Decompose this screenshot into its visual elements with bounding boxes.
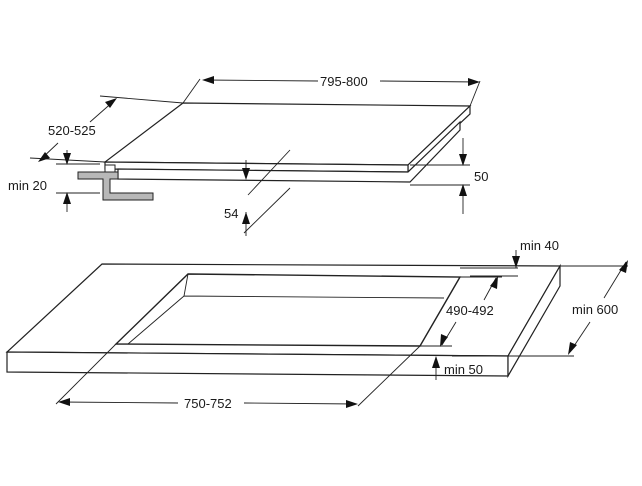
arrow-worktop-depth-bottom <box>568 342 577 355</box>
arrow-cutout-width-right <box>346 400 358 408</box>
arrow-worktop-depth-top <box>619 260 628 273</box>
ext-line-recess-bottom <box>243 187 291 234</box>
arrow-height-bottom <box>459 184 467 196</box>
label-cutout-depth: 490-492 <box>446 303 494 318</box>
label-hob-depth: 520-525 <box>48 123 96 138</box>
arrow-recess-top <box>242 168 250 180</box>
arrow-cutout-depth-top <box>490 276 498 289</box>
mounting-bracket <box>77 171 154 201</box>
arrow-cutout-depth-bottom <box>440 334 448 347</box>
label-hob-width: 795-800 <box>320 74 368 89</box>
label-cutout-width: 750-752 <box>184 396 232 411</box>
arrow-min40 <box>512 256 520 268</box>
label-min-front-distance: min 50 <box>444 362 483 377</box>
cutout-inner-wall <box>127 273 445 345</box>
ext-line-width-right <box>469 80 481 107</box>
arrow-min50 <box>432 356 440 368</box>
label-min-gap: min 20 <box>8 178 47 193</box>
arrow-recess-bottom <box>242 212 250 224</box>
dim-line-cutout-width-a <box>59 401 179 404</box>
arrow-cutout-width-left <box>58 398 70 406</box>
label-min-back-distance: min 40 <box>520 238 559 253</box>
arrow-height-top <box>459 154 467 166</box>
label-worktop-depth: min 600 <box>572 302 618 317</box>
dim-line-width-a <box>203 79 319 82</box>
bracket-clip <box>104 164 116 173</box>
worktop-right-face <box>507 263 561 379</box>
label-hob-recess: 54 <box>224 206 238 221</box>
ext-line-recess-top <box>247 149 291 196</box>
arrow-width-right <box>468 78 480 86</box>
ext-line-cutout-width-left <box>55 343 117 405</box>
label-hob-height: 50 <box>474 169 488 184</box>
arrow-width-left <box>202 76 214 84</box>
worktop-front-face <box>6 351 509 377</box>
arrow-depth-top <box>105 98 117 108</box>
arrow-min20-bottom <box>63 192 71 204</box>
ext-line-depth-top <box>99 95 184 104</box>
arrow-min20-top <box>63 153 71 165</box>
ext-line-cutout-width-right <box>357 345 421 407</box>
ext-line-width-left <box>182 78 201 104</box>
hob-top-surface <box>103 102 472 166</box>
dim-line-cutout-width-b <box>243 402 357 405</box>
dim-line-width-b <box>379 80 479 83</box>
arrow-depth-bottom <box>38 152 50 162</box>
